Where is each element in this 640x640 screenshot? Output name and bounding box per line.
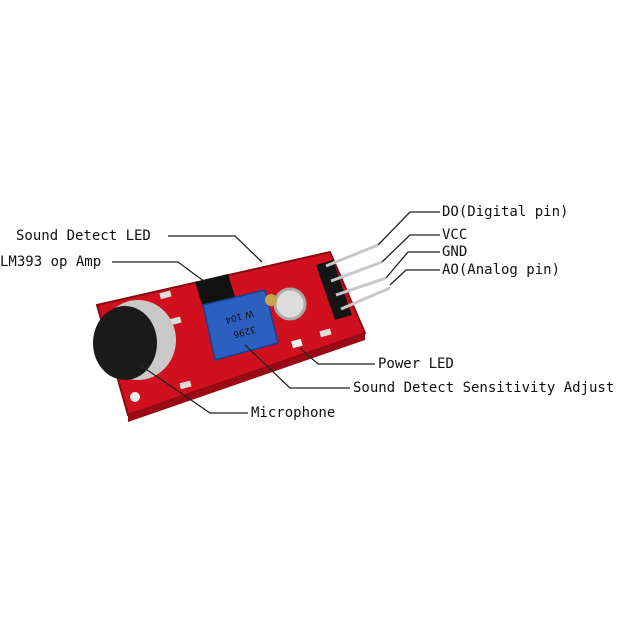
pin-ao	[340, 286, 391, 311]
pins	[325, 243, 391, 311]
pin-vcc	[330, 260, 383, 283]
label-ao-pin: AO(Analog pin)	[442, 262, 561, 278]
pcb-edge	[128, 333, 365, 422]
leader-do	[377, 211, 440, 246]
power-led	[291, 338, 303, 349]
leader-microphone	[139, 364, 248, 414]
pin-gnd	[335, 276, 387, 297]
leader-lm393	[112, 261, 206, 283]
label-sound-detect-led: Sound Detect LED	[16, 228, 151, 244]
resistor	[169, 316, 182, 326]
leader-sensitivity	[244, 344, 350, 389]
label-do-pin: DO(Digital pin)	[442, 204, 569, 220]
leader-ao	[389, 269, 440, 286]
leader-gnd	[385, 251, 440, 279]
microphone-mesh	[93, 306, 157, 380]
leader-power-led	[299, 347, 375, 365]
label-power-led: Power LED	[378, 356, 454, 372]
resistor	[319, 328, 332, 338]
potentiometer	[202, 289, 279, 361]
mounting-hole	[273, 287, 307, 321]
pin-header	[316, 260, 352, 320]
potentiometer-screw	[265, 294, 277, 306]
resistor	[159, 290, 172, 300]
label-microphone: Microphone	[251, 405, 336, 421]
leader-lines	[112, 211, 440, 414]
leader-vcc	[381, 234, 440, 263]
leader-sound-led	[168, 235, 263, 263]
resistor	[179, 380, 192, 390]
label-vcc: VCC	[442, 227, 468, 243]
label-sensitivity-adjust: Sound Detect Sensitivity Adjust	[353, 380, 615, 396]
label-gnd: GND	[442, 244, 468, 260]
label-lm393: LM393 op Amp	[0, 254, 102, 270]
mounting-hole-small	[130, 392, 140, 402]
pin-do	[325, 243, 379, 268]
